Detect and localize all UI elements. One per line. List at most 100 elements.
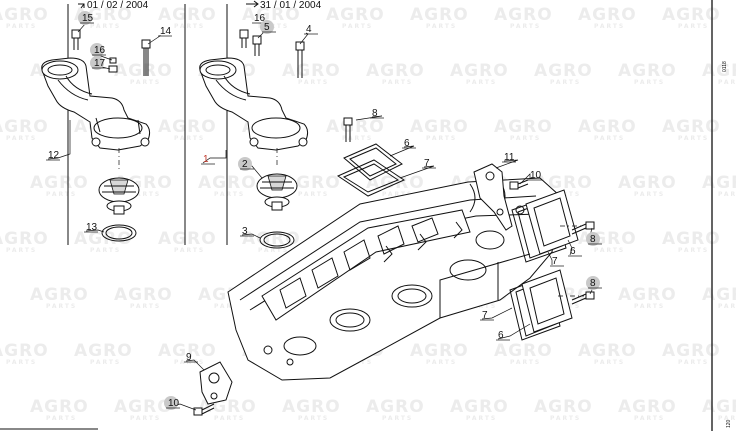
callout-n7c: 7 — [482, 310, 488, 321]
watermark-sub: PARTS — [298, 415, 329, 422]
bolt-8-top — [343, 117, 353, 142]
watermark-brand: AGRO — [410, 117, 469, 137]
watermark-sub: PARTS — [678, 359, 709, 366]
leader-line — [85, 229, 105, 233]
callout-circle — [586, 276, 600, 290]
date-left-text: 01 / 02 / 2004 — [87, 0, 149, 11]
watermark-sub: PARTS — [382, 415, 413, 422]
watermark-brand: AGRO — [0, 341, 49, 361]
watermark-brand: AGRO — [494, 5, 553, 25]
corner-reference: 120 — [726, 419, 732, 428]
watermark-sub: PARTS — [550, 79, 581, 86]
watermark-sub: PARTS — [130, 79, 161, 86]
watermark-brand: AGRO — [114, 61, 173, 81]
watermark-brand: AGRO — [242, 5, 301, 25]
watermark-sub: PARTS — [718, 191, 736, 198]
leader-line — [202, 150, 227, 164]
bolt-8-side-lower — [571, 291, 595, 305]
callout-circle — [238, 157, 252, 171]
watermark-sub: PARTS — [46, 415, 77, 422]
callout-n16b: 16 — [254, 13, 266, 24]
leader-line — [47, 120, 71, 160]
watermark-sub: PARTS — [6, 247, 37, 254]
watermark-brand: AGRO — [366, 397, 425, 417]
callout-circle — [586, 232, 600, 246]
leader-line — [567, 239, 573, 256]
watermark-brand: AGRO — [702, 173, 736, 193]
leader-line — [497, 323, 531, 340]
watermark-brand: AGRO — [662, 5, 721, 25]
callout-n12: 12 — [48, 150, 60, 161]
leader-line — [241, 233, 261, 239]
callout-n4: 4 — [306, 24, 312, 35]
watermark-sub: PARTS — [594, 23, 625, 30]
watermark-brand: AGRO — [618, 173, 677, 193]
date-header-left: 01 / 02 / 2004 — [78, 0, 149, 11]
watermark-sub: PARTS — [214, 415, 245, 422]
watermark-sub: PARTS — [258, 247, 289, 254]
callout-n7b: 7 — [552, 256, 558, 267]
callout-n17: 17 — [94, 58, 106, 69]
watermark-sub: PARTS — [130, 191, 161, 198]
callout-n1: 1 — [203, 154, 209, 165]
watermark-sub: PARTS — [174, 359, 205, 366]
watermark-brand: AGRO — [158, 229, 217, 249]
watermark-brand: AGRO — [366, 61, 425, 81]
watermark-sub: PARTS — [342, 135, 373, 142]
leader-line — [519, 173, 531, 185]
leader-line — [355, 115, 383, 121]
callout-n8a: 8 — [372, 108, 378, 119]
watermark-sub: PARTS — [90, 23, 121, 30]
callout-n6b: 6 — [498, 330, 504, 341]
bolt-5 — [252, 35, 262, 56]
watermark-sub: PARTS — [130, 415, 161, 422]
callout-n10a: 10 — [530, 170, 542, 181]
callout-n5: 5 — [264, 22, 270, 33]
watermark-brand: AGRO — [30, 285, 89, 305]
watermark-sub: PARTS — [510, 135, 541, 142]
leader-line — [547, 251, 553, 265]
bolt-10-right — [509, 179, 529, 190]
bracket-11 — [473, 163, 513, 231]
watermark-sub: PARTS — [46, 303, 77, 310]
gasket-7-top — [336, 159, 406, 197]
leader-line — [389, 145, 415, 157]
watermark-sub: PARTS — [466, 79, 497, 86]
watermark-brand: AGRO — [702, 397, 736, 417]
watermark-sub: PARTS — [718, 415, 736, 422]
callout-circle — [260, 20, 274, 34]
watermark-brand: AGRO — [494, 341, 553, 361]
watermark-brand: AGRO — [450, 61, 509, 81]
watermark-sub: PARTS — [634, 415, 665, 422]
watermark-brand: AGRO — [326, 5, 385, 25]
watermark-brand: AGRO — [114, 397, 173, 417]
watermark-brand: AGRO — [662, 117, 721, 137]
watermark-brand: AGRO — [158, 341, 217, 361]
watermark-brand: AGRO — [158, 117, 217, 137]
watermark-brand: AGRO — [366, 173, 425, 193]
watermark-sub: PARTS — [634, 303, 665, 310]
cover-plate-6-side-lower — [521, 269, 573, 333]
watermark-brand: AGRO — [702, 285, 736, 305]
callout-n16a: 16 — [94, 45, 106, 56]
watermark-sub: PARTS — [550, 415, 581, 422]
leader-line — [399, 165, 435, 179]
watermark-sub: PARTS — [90, 247, 121, 254]
callout-n2: 2 — [242, 159, 248, 170]
watermark-sub: PARTS — [46, 191, 77, 198]
watermark-sub: PARTS — [6, 359, 37, 366]
watermark-sub: PARTS — [634, 79, 665, 86]
callout-circle — [164, 396, 178, 410]
watermark-brand: AGRO — [578, 5, 637, 25]
watermark-brand: AGRO — [618, 397, 677, 417]
callout-n15: 15 — [82, 13, 94, 24]
watermark-sub: PARTS — [426, 135, 457, 142]
callout-circle — [90, 56, 104, 70]
watermark-brand: AGRO — [282, 397, 341, 417]
plug-16-17 — [108, 57, 118, 73]
watermark-brand: AGRO — [0, 117, 49, 137]
date-header-right: 31 / 01 / 2004 — [246, 0, 322, 11]
thermostat-housing-new — [199, 57, 309, 151]
